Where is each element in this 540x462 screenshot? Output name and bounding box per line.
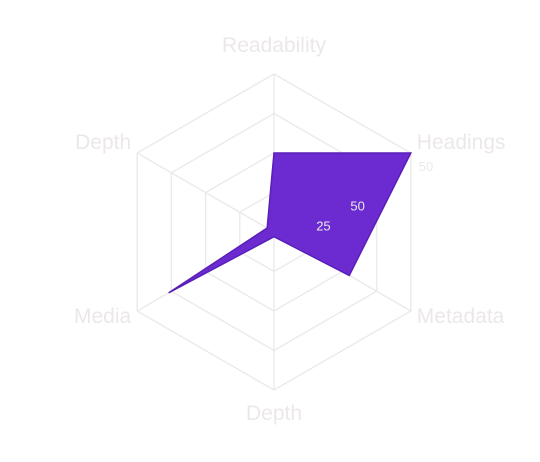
tick-label-3: 50 — [419, 159, 433, 174]
axis-label-6: Depth — [75, 131, 131, 154]
grid-spoke-6 — [136, 152, 275, 233]
radar-labels: ReadabilityHeadingsMetadataDepthMediaDep… — [74, 34, 506, 425]
tick-label-1: 25 — [316, 218, 330, 233]
data-series-polygon — [168, 152, 413, 294]
axis-label-3: Metadata — [417, 305, 505, 328]
axis-label-5: Media — [74, 305, 132, 328]
radar-data — [168, 152, 413, 294]
tick-label-2: 50 — [350, 199, 364, 214]
axis-label-1: Readability — [222, 34, 326, 57]
axis-label-2: Headings — [417, 131, 506, 154]
axis-label-4: Depth — [246, 402, 302, 425]
